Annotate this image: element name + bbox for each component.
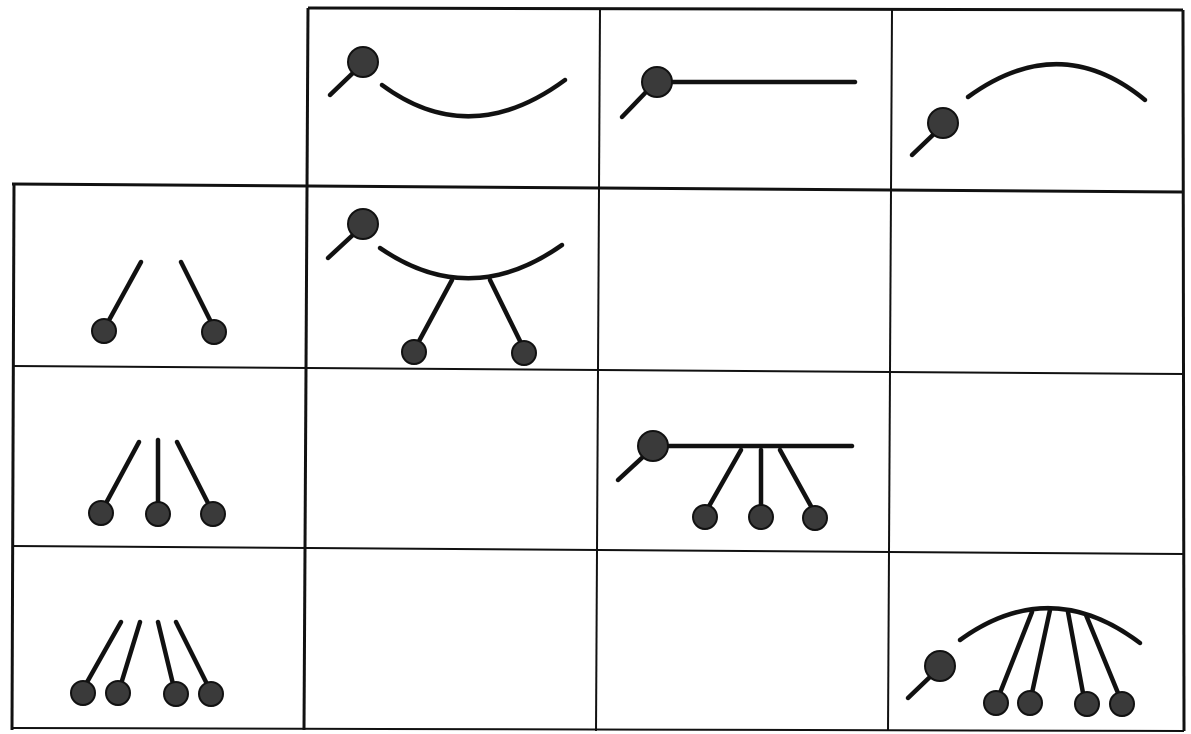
pendant-ball [92, 319, 116, 343]
cell-r3-c3 [908, 608, 1140, 716]
pendant-line [1000, 612, 1032, 693]
anchor-ball [928, 108, 958, 138]
pendant-ball [106, 681, 130, 705]
pendant-line [780, 450, 812, 508]
pendant-line [108, 262, 141, 322]
anchor-ball [348, 47, 378, 77]
header-cell-col3 [912, 64, 1145, 155]
header-cell-col1 [330, 47, 565, 116]
cell-r2-c2 [618, 431, 852, 530]
pendant-ball [984, 691, 1008, 715]
curve-concave-up [380, 245, 562, 278]
header-cell-col2 [622, 67, 855, 117]
header-cell-row1 [92, 262, 226, 344]
pendant-ball [402, 340, 426, 364]
pendant-ball [71, 681, 95, 705]
pendant-ball [693, 505, 717, 529]
grid-line-col1 [304, 8, 308, 730]
pendant-line [181, 262, 211, 322]
curve-concave-down [968, 64, 1145, 100]
pendant-ball [89, 501, 113, 525]
pendant-ball [1075, 692, 1099, 716]
bond-line [912, 132, 936, 155]
pendant-line [418, 280, 452, 343]
pendant-line [176, 622, 207, 684]
pendant-line [158, 622, 173, 684]
anchor-ball [925, 651, 955, 681]
pendant-ball [199, 682, 223, 706]
anchor-ball [638, 431, 668, 461]
pendant-line [86, 622, 121, 684]
anchor-ball [642, 67, 672, 97]
pendant-line [1068, 612, 1083, 693]
grid-line-col3 [888, 10, 892, 731]
bond-line [330, 70, 356, 95]
header-cell-row3 [71, 622, 223, 706]
grid-line-top [308, 8, 1183, 10]
grid-line-right [1183, 10, 1184, 731]
pendant-ball [512, 341, 536, 365]
curve-concave-up [382, 80, 565, 116]
grid-line-bottom [12, 728, 1184, 731]
header-cell-row2 [89, 440, 225, 526]
pendant-ball [803, 506, 827, 530]
bond-line [328, 233, 355, 258]
pendant-line [121, 622, 140, 684]
pendant-ball [749, 505, 773, 529]
pendant-line [1032, 610, 1050, 693]
pendant-line [490, 280, 521, 343]
pendant-ball [146, 502, 170, 526]
pendant-ball [1110, 692, 1134, 716]
pendant-line [105, 442, 139, 505]
bond-line [618, 455, 645, 480]
pendant-line [708, 450, 741, 508]
cell-r1-c1 [328, 209, 562, 365]
pendant-line [177, 442, 209, 505]
pendant-ball [164, 682, 188, 706]
anchor-ball [348, 209, 378, 239]
bond-line [622, 90, 648, 117]
pendant-ball [1018, 691, 1042, 715]
pendant-ball [202, 320, 226, 344]
grid-line-left [12, 184, 14, 730]
bond-line [908, 675, 932, 698]
grid [12, 8, 1184, 731]
pendant-ball [201, 502, 225, 526]
